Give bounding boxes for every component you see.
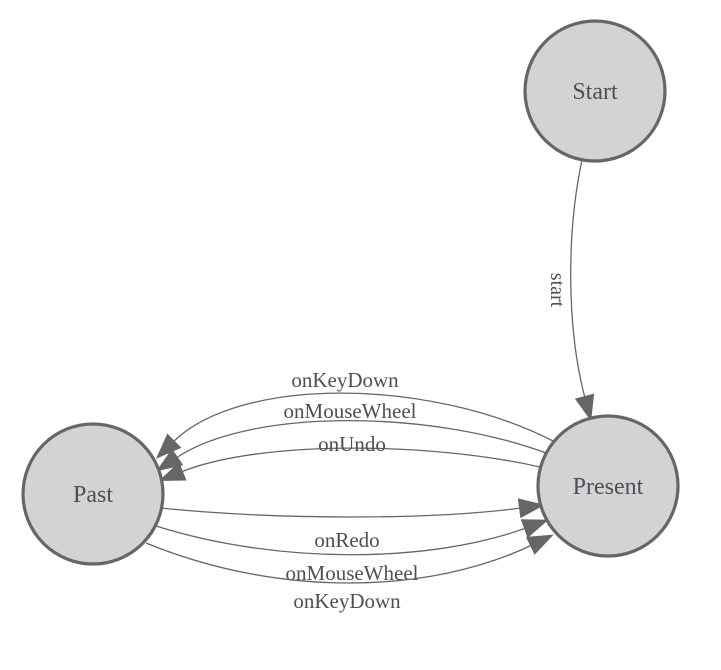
edge-line-onmousewheel-top bbox=[156, 419, 547, 472]
state-node-present[interactable]: Present bbox=[536, 414, 680, 558]
state-node-present-circle[interactable] bbox=[536, 414, 680, 558]
edge-past-to-present-onredo: onRedo bbox=[159, 498, 545, 552]
state-node-start[interactable]: Start bbox=[523, 19, 667, 163]
edge-label-onmousewheel-top: onMouseWheel bbox=[284, 399, 417, 423]
state-node-start-circle[interactable] bbox=[523, 19, 667, 163]
edge-past-to-present-onkeydown: onKeyDown bbox=[145, 534, 554, 613]
edge-line-start bbox=[570, 159, 595, 422]
state-node-start-label: Start bbox=[572, 79, 618, 105]
state-node-present-label: Present bbox=[573, 474, 644, 500]
state-node-past-label: Past bbox=[73, 482, 113, 508]
state-node-past-circle[interactable] bbox=[21, 422, 165, 566]
edge-line-onkeydown-bottom bbox=[145, 534, 554, 584]
edge-label-onkeydown-top: onKeyDown bbox=[291, 368, 399, 392]
edge-label-onundo: onUndo bbox=[318, 432, 386, 456]
edge-label-start: start bbox=[546, 273, 568, 308]
edge-line-onredo bbox=[159, 498, 545, 519]
edge-start-to-present: start bbox=[546, 159, 595, 422]
edge-line-onundo bbox=[158, 447, 541, 481]
edge-present-to-past-onundo: onUndo bbox=[158, 432, 541, 481]
edge-label-onredo: onRedo bbox=[314, 528, 379, 552]
edge-present-to-past-onmousewheel: onMouseWheel bbox=[156, 399, 547, 472]
edge-label-onkeydown-bottom: onKeyDown bbox=[293, 589, 401, 613]
edge-line-onkeydown-top bbox=[155, 392, 554, 459]
edge-present-to-past-onkeydown: onKeyDown bbox=[155, 368, 554, 459]
state-node-past[interactable]: Past bbox=[21, 422, 165, 566]
edge-line-onmousewheel-bottom bbox=[155, 519, 549, 556]
